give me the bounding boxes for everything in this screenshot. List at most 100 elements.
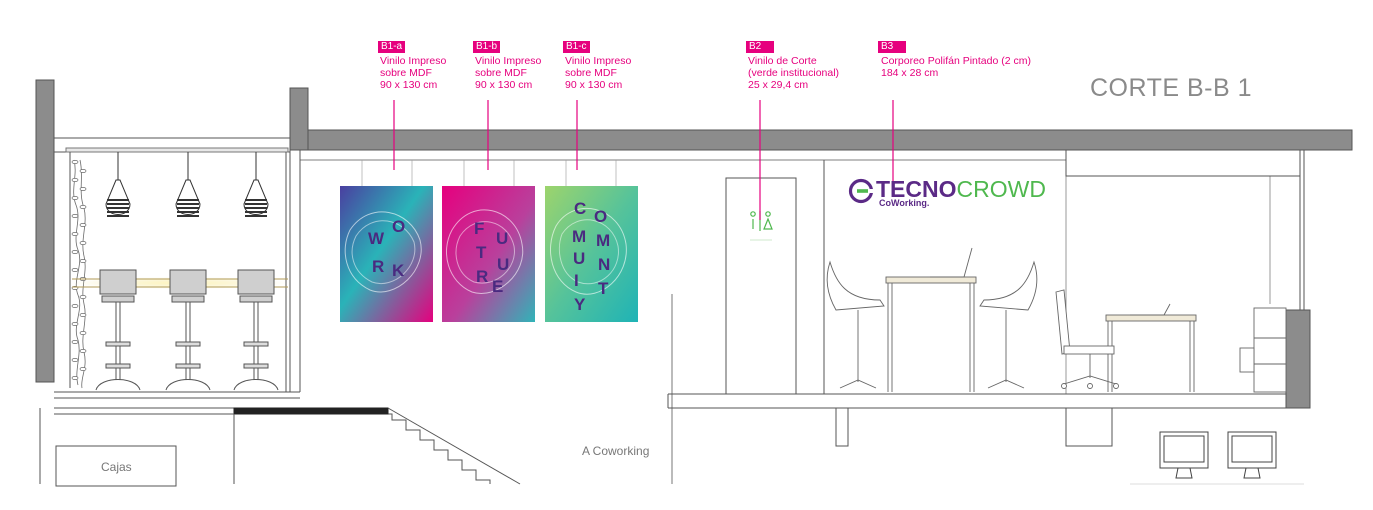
letter: R — [476, 267, 488, 286]
leaf — [79, 367, 87, 371]
stool-back — [169, 269, 207, 295]
annotation-line: Corporeo Polifán Pintado (2 cm) — [881, 55, 1031, 67]
leaf — [71, 196, 79, 200]
stool-footrest — [175, 363, 201, 369]
stool-footrest — [175, 341, 201, 347]
leaf — [71, 268, 79, 272]
letter: U — [497, 255, 509, 274]
left-wall — [35, 79, 55, 383]
annotation-line: 184 x 28 cm — [881, 67, 939, 79]
pendant-lamps — [105, 152, 269, 217]
leaf — [79, 169, 87, 173]
annotation-code: B1-b — [473, 41, 501, 53]
lamp-shade — [105, 179, 131, 215]
annotation-code: B2 — [746, 41, 774, 53]
stool-footrest — [243, 341, 269, 347]
poster-community — [545, 186, 638, 322]
poster-future — [442, 186, 535, 322]
letter: C — [574, 199, 586, 218]
section-title: CORTE B-B 1 — [1090, 74, 1253, 102]
leaf — [71, 214, 79, 218]
annotation-line: Vinilo Impreso — [475, 55, 542, 67]
leaf — [71, 340, 79, 344]
leaf — [71, 322, 79, 326]
letter: U — [496, 229, 508, 248]
leaf — [71, 358, 79, 362]
letter: Y — [574, 295, 586, 314]
poster-lettering: W O R K F U T U R E C O M M U N I T Y — [368, 199, 610, 314]
annotation-line: 25 x 29,4 cm — [748, 79, 809, 91]
annotation-code: B3 — [878, 41, 906, 53]
annotation-line: 90 x 130 cm — [475, 79, 533, 91]
annotation-line: Vinilo Impreso — [380, 55, 447, 67]
letter: I — [574, 271, 579, 290]
annotation-code: B1-a — [378, 41, 406, 53]
annotation-line: Vinilo Impreso — [565, 55, 632, 67]
stool-base — [233, 379, 279, 391]
leaf — [79, 313, 87, 317]
cajas-box — [55, 445, 177, 487]
lamp-shade — [243, 179, 269, 215]
office-area — [667, 149, 1311, 447]
brand-strong: TECNO — [876, 176, 957, 202]
letter: F — [474, 219, 484, 238]
leaf — [79, 295, 87, 299]
stool-back — [237, 269, 275, 295]
annotation-text: Vinilo de Corte (verde institucional) 25… — [748, 55, 839, 91]
annotation-line: Vinilo de Corte — [748, 55, 817, 67]
leaf — [79, 349, 87, 353]
annotation-line: sobre MDF — [475, 67, 527, 79]
letter: E — [492, 277, 503, 296]
vertical-garden — [73, 159, 86, 389]
leaf — [71, 160, 79, 164]
brand-subtitle: CoWorking. — [879, 198, 930, 208]
leader-lines — [393, 100, 894, 220]
leaf — [71, 304, 79, 308]
leaf — [79, 205, 87, 209]
stool-footrest — [105, 363, 131, 369]
leaf — [79, 187, 87, 191]
annotation-text: Vinilo Impreso sobre MDF 90 x 130 cm — [475, 55, 541, 91]
leaf — [71, 232, 79, 236]
bar-stools — [95, 269, 279, 391]
office-furniture — [826, 247, 1287, 393]
annotation-text: Corporeo Polifán Pintado (2 cm) 184 x 28… — [881, 55, 1031, 79]
stool-seat — [171, 295, 205, 303]
annotation-line: 90 x 130 cm — [565, 79, 623, 91]
letter: O — [392, 217, 405, 236]
letter: K — [392, 261, 405, 280]
annotation-line: sobre MDF — [565, 67, 617, 79]
room-label-coworking: A Coworking — [582, 444, 650, 458]
leaf — [79, 223, 87, 227]
brand-logo-icon — [848, 178, 874, 204]
annotation-code: B1-c — [563, 41, 590, 53]
letter: N — [598, 255, 610, 274]
annotation-text: Vinilo Impreso sobre MDF 90 x 130 cm — [565, 55, 631, 91]
monitors — [1159, 431, 1277, 479]
leaf — [79, 259, 87, 263]
brand-light: CROWD — [956, 176, 1046, 202]
annotation-line: (verde institucional) — [748, 67, 840, 79]
leaf — [71, 178, 79, 182]
lamp-shade — [175, 179, 201, 215]
leaf — [79, 241, 87, 245]
room-label-cajas: Cajas — [101, 460, 132, 474]
staircase — [39, 407, 521, 485]
letter: T — [598, 279, 609, 298]
leaf — [71, 250, 79, 254]
poster-work — [340, 186, 433, 322]
letter: U — [573, 249, 585, 268]
letter: O — [594, 207, 607, 226]
stool-back — [99, 269, 137, 295]
stool-footrest — [105, 341, 131, 347]
stool-base — [95, 379, 141, 391]
letter: T — [476, 243, 487, 262]
letter: R — [372, 257, 384, 276]
annotation-text: Vinilo Impreso sobre MDF 90 x 130 cm — [380, 55, 446, 91]
stool-base — [165, 379, 211, 391]
ceiling-slab — [289, 129, 1353, 151]
annotation-line: 90 x 130 cm — [380, 79, 438, 91]
leaf — [71, 376, 79, 380]
